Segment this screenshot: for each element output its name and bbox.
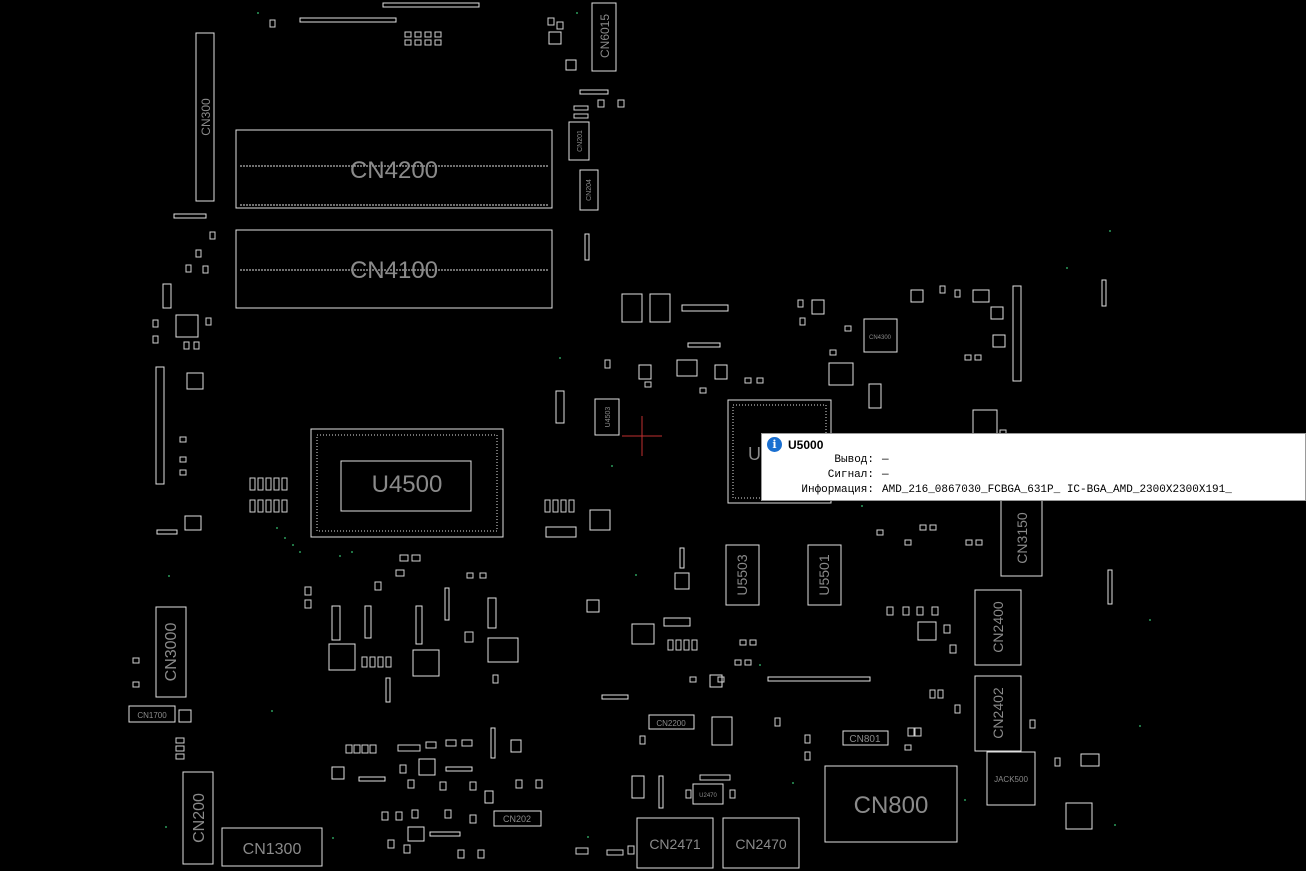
label-u2470: U2470 (699, 793, 717, 799)
u4500-chip[interactable] (310, 428, 504, 538)
label-cn2200: CN2200 (656, 719, 686, 728)
label-u5501: U5501 (816, 554, 832, 595)
cn4300-connector[interactable] (863, 318, 898, 353)
label-cn202: CN202 (503, 814, 531, 824)
cn2402-connector[interactable] (974, 675, 1022, 752)
label-cn801: CN801 (849, 734, 881, 745)
label-cn3150: CN3150 (1014, 512, 1030, 564)
cn801-connector[interactable] (842, 730, 889, 746)
cn2471-connector[interactable] (636, 817, 714, 869)
label-cn3000: CN3000 (163, 623, 180, 682)
u4503-chip[interactable] (594, 398, 620, 436)
label-cn201: CN201 (577, 130, 584, 152)
label-cn204: CN204 (586, 179, 593, 201)
svg-text:U: U (748, 444, 761, 464)
label-cn800: CN800 (854, 792, 929, 819)
tooltip-row-info: Информация:AMD_216_0867030_FCBGA_631P_ I… (801, 484, 1232, 496)
tooltip-row-signal: Сигнал:— (827, 469, 889, 481)
label-cn4100: CN4100 (350, 257, 438, 284)
cn2400-connector[interactable] (974, 589, 1022, 666)
cn201-connector[interactable] (568, 121, 590, 161)
cn200-connector[interactable] (182, 771, 214, 865)
cn2470-connector[interactable] (722, 817, 800, 869)
label-cn1700: CN1700 (137, 711, 167, 720)
cn202-connector[interactable] (493, 810, 542, 827)
cn1300-connector[interactable] (221, 827, 323, 867)
cn800-connector[interactable] (824, 765, 958, 843)
label-cn6015: CN6015 (598, 14, 612, 58)
label-cn300: CN300 (199, 98, 213, 136)
label-cn2471: CN2471 (649, 836, 701, 852)
tooltip-title: U5000 (788, 437, 824, 452)
cn300-connector[interactable] (195, 32, 215, 202)
crosshair-cursor (622, 416, 662, 456)
label-cn1300: CN1300 (243, 841, 302, 858)
cn1700-connector[interactable] (128, 705, 176, 723)
label-cn2470: CN2470 (735, 836, 787, 852)
cn3000-connector[interactable] (155, 606, 187, 698)
cn4200-slot[interactable] (235, 129, 553, 209)
jack500-connector[interactable] (986, 751, 1036, 806)
u5501-chip[interactable] (807, 544, 842, 606)
component-info-tooltip: i U5000 Вывод:— Сигнал:— Информация:AMD_… (761, 433, 1306, 501)
u2470-chip[interactable] (692, 783, 724, 805)
label-cn4200: CN4200 (350, 157, 438, 184)
label-u4500: U4500 (372, 471, 443, 498)
label-u4503: U4503 (605, 407, 612, 428)
u5503-chip[interactable] (725, 544, 760, 606)
label-cn4300: CN4300 (869, 335, 892, 341)
label-u5503: U5503 (734, 554, 750, 595)
cn4100-slot[interactable] (235, 229, 553, 309)
label-cn2400: CN2400 (990, 601, 1006, 653)
tooltip-row-pin: Вывод:— (834, 454, 889, 466)
cn2200-connector[interactable] (648, 714, 695, 730)
label-cn2402: CN2402 (990, 687, 1006, 739)
cn204-connector[interactable] (579, 169, 599, 211)
cn6015-connector[interactable] (591, 2, 617, 72)
label-jack500: JACK500 (994, 775, 1028, 784)
label-cn200: CN200 (191, 793, 208, 843)
info-icon: i (767, 437, 782, 452)
